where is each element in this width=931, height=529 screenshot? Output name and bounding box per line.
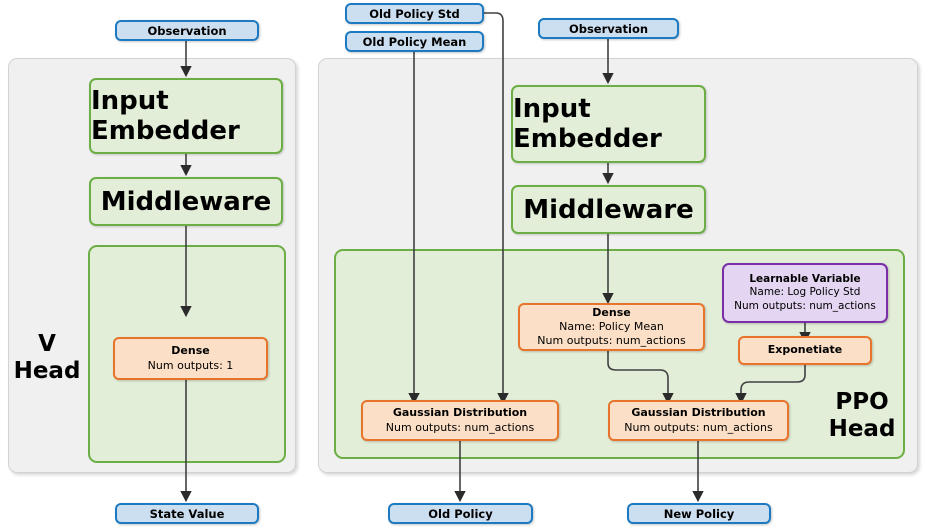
- v-head-input-embedder-label: Input Embedder: [91, 86, 240, 146]
- v-head-dense[interactable]: Dense Num outputs: 1: [113, 337, 268, 380]
- old-policy-output[interactable]: Old Policy: [388, 503, 533, 524]
- v-head-middleware-label: Middleware: [100, 186, 272, 217]
- ppo-head-label: PPO Head: [822, 389, 902, 443]
- old-policy-output-label: Old Policy: [428, 506, 493, 521]
- v-head-dense-title: Dense: [171, 344, 210, 358]
- ppo-dense-title: Dense: [592, 305, 631, 319]
- exponetiate-title: Exponetiate: [767, 343, 843, 357]
- ppo-head-middleware[interactable]: Middleware: [511, 185, 706, 234]
- learnable-variable-title: Learnable Variable: [749, 272, 861, 285]
- v-head-state-value-label: State Value: [149, 506, 225, 521]
- v-head-label-line1: V: [38, 331, 56, 357]
- new-policy-output-label: New Policy: [663, 506, 735, 521]
- new-policy-output[interactable]: New Policy: [627, 503, 771, 524]
- ppo-dense-name: Name: Policy Mean: [559, 319, 664, 333]
- ppo-head-label-line2: Head: [828, 416, 896, 443]
- v-head-middleware[interactable]: Middleware: [89, 177, 283, 226]
- learnable-variable-name: Name: Log Policy Std: [749, 286, 861, 299]
- gaussian-distribution-old[interactable]: Gaussian Distribution Num outputs: num_a…: [361, 400, 559, 441]
- v-head-input-embedder[interactable]: Input Embedder: [89, 78, 283, 154]
- ppo-head-input-embedder[interactable]: Input Embedder: [511, 85, 706, 163]
- gaussian-new-num-outputs: Num outputs: num_actions: [624, 420, 773, 434]
- ppo-head-dense-policy-mean[interactable]: Dense Name: Policy Mean Num outputs: num…: [518, 303, 705, 351]
- v-head-label-line2: Head: [13, 358, 81, 385]
- ppo-head-label-line1: PPO: [835, 389, 889, 415]
- old-policy-std-label: Old Policy Std: [369, 6, 460, 21]
- gaussian-distribution-new[interactable]: Gaussian Distribution Num outputs: num_a…: [608, 400, 789, 441]
- gaussian-old-num-outputs: Num outputs: num_actions: [385, 420, 535, 434]
- gaussian-old-title: Gaussian Distribution: [392, 406, 528, 420]
- learnable-variable-log-policy-std[interactable]: Learnable Variable Name: Log Policy Std …: [722, 263, 888, 323]
- v-head-observation-label: Observation: [147, 23, 227, 38]
- v-head-label: V Head: [8, 331, 86, 385]
- v-head-dense-num-outputs: Num outputs: 1: [147, 358, 234, 372]
- ppo-head-input-embedder-label: Input Embedder: [513, 94, 662, 154]
- ppo-head-middleware-label: Middleware: [523, 194, 694, 225]
- v-head-observation-input[interactable]: Observation: [115, 20, 259, 41]
- gaussian-new-title: Gaussian Distribution: [631, 406, 766, 420]
- old-policy-mean-input[interactable]: Old Policy Mean: [345, 31, 484, 52]
- learnable-variable-num-outputs: Num outputs: num_actions: [734, 299, 876, 312]
- exponetiate-op[interactable]: Exponetiate: [738, 336, 872, 365]
- ppo-head-observation-input[interactable]: Observation: [538, 18, 679, 39]
- ppo-dense-num-outputs: Num outputs: num_actions: [537, 334, 686, 348]
- v-head-state-value-output[interactable]: State Value: [115, 503, 259, 524]
- ppo-head-observation-label: Observation: [568, 21, 649, 36]
- old-policy-std-input[interactable]: Old Policy Std: [345, 3, 484, 24]
- old-policy-mean-label: Old Policy Mean: [362, 34, 467, 49]
